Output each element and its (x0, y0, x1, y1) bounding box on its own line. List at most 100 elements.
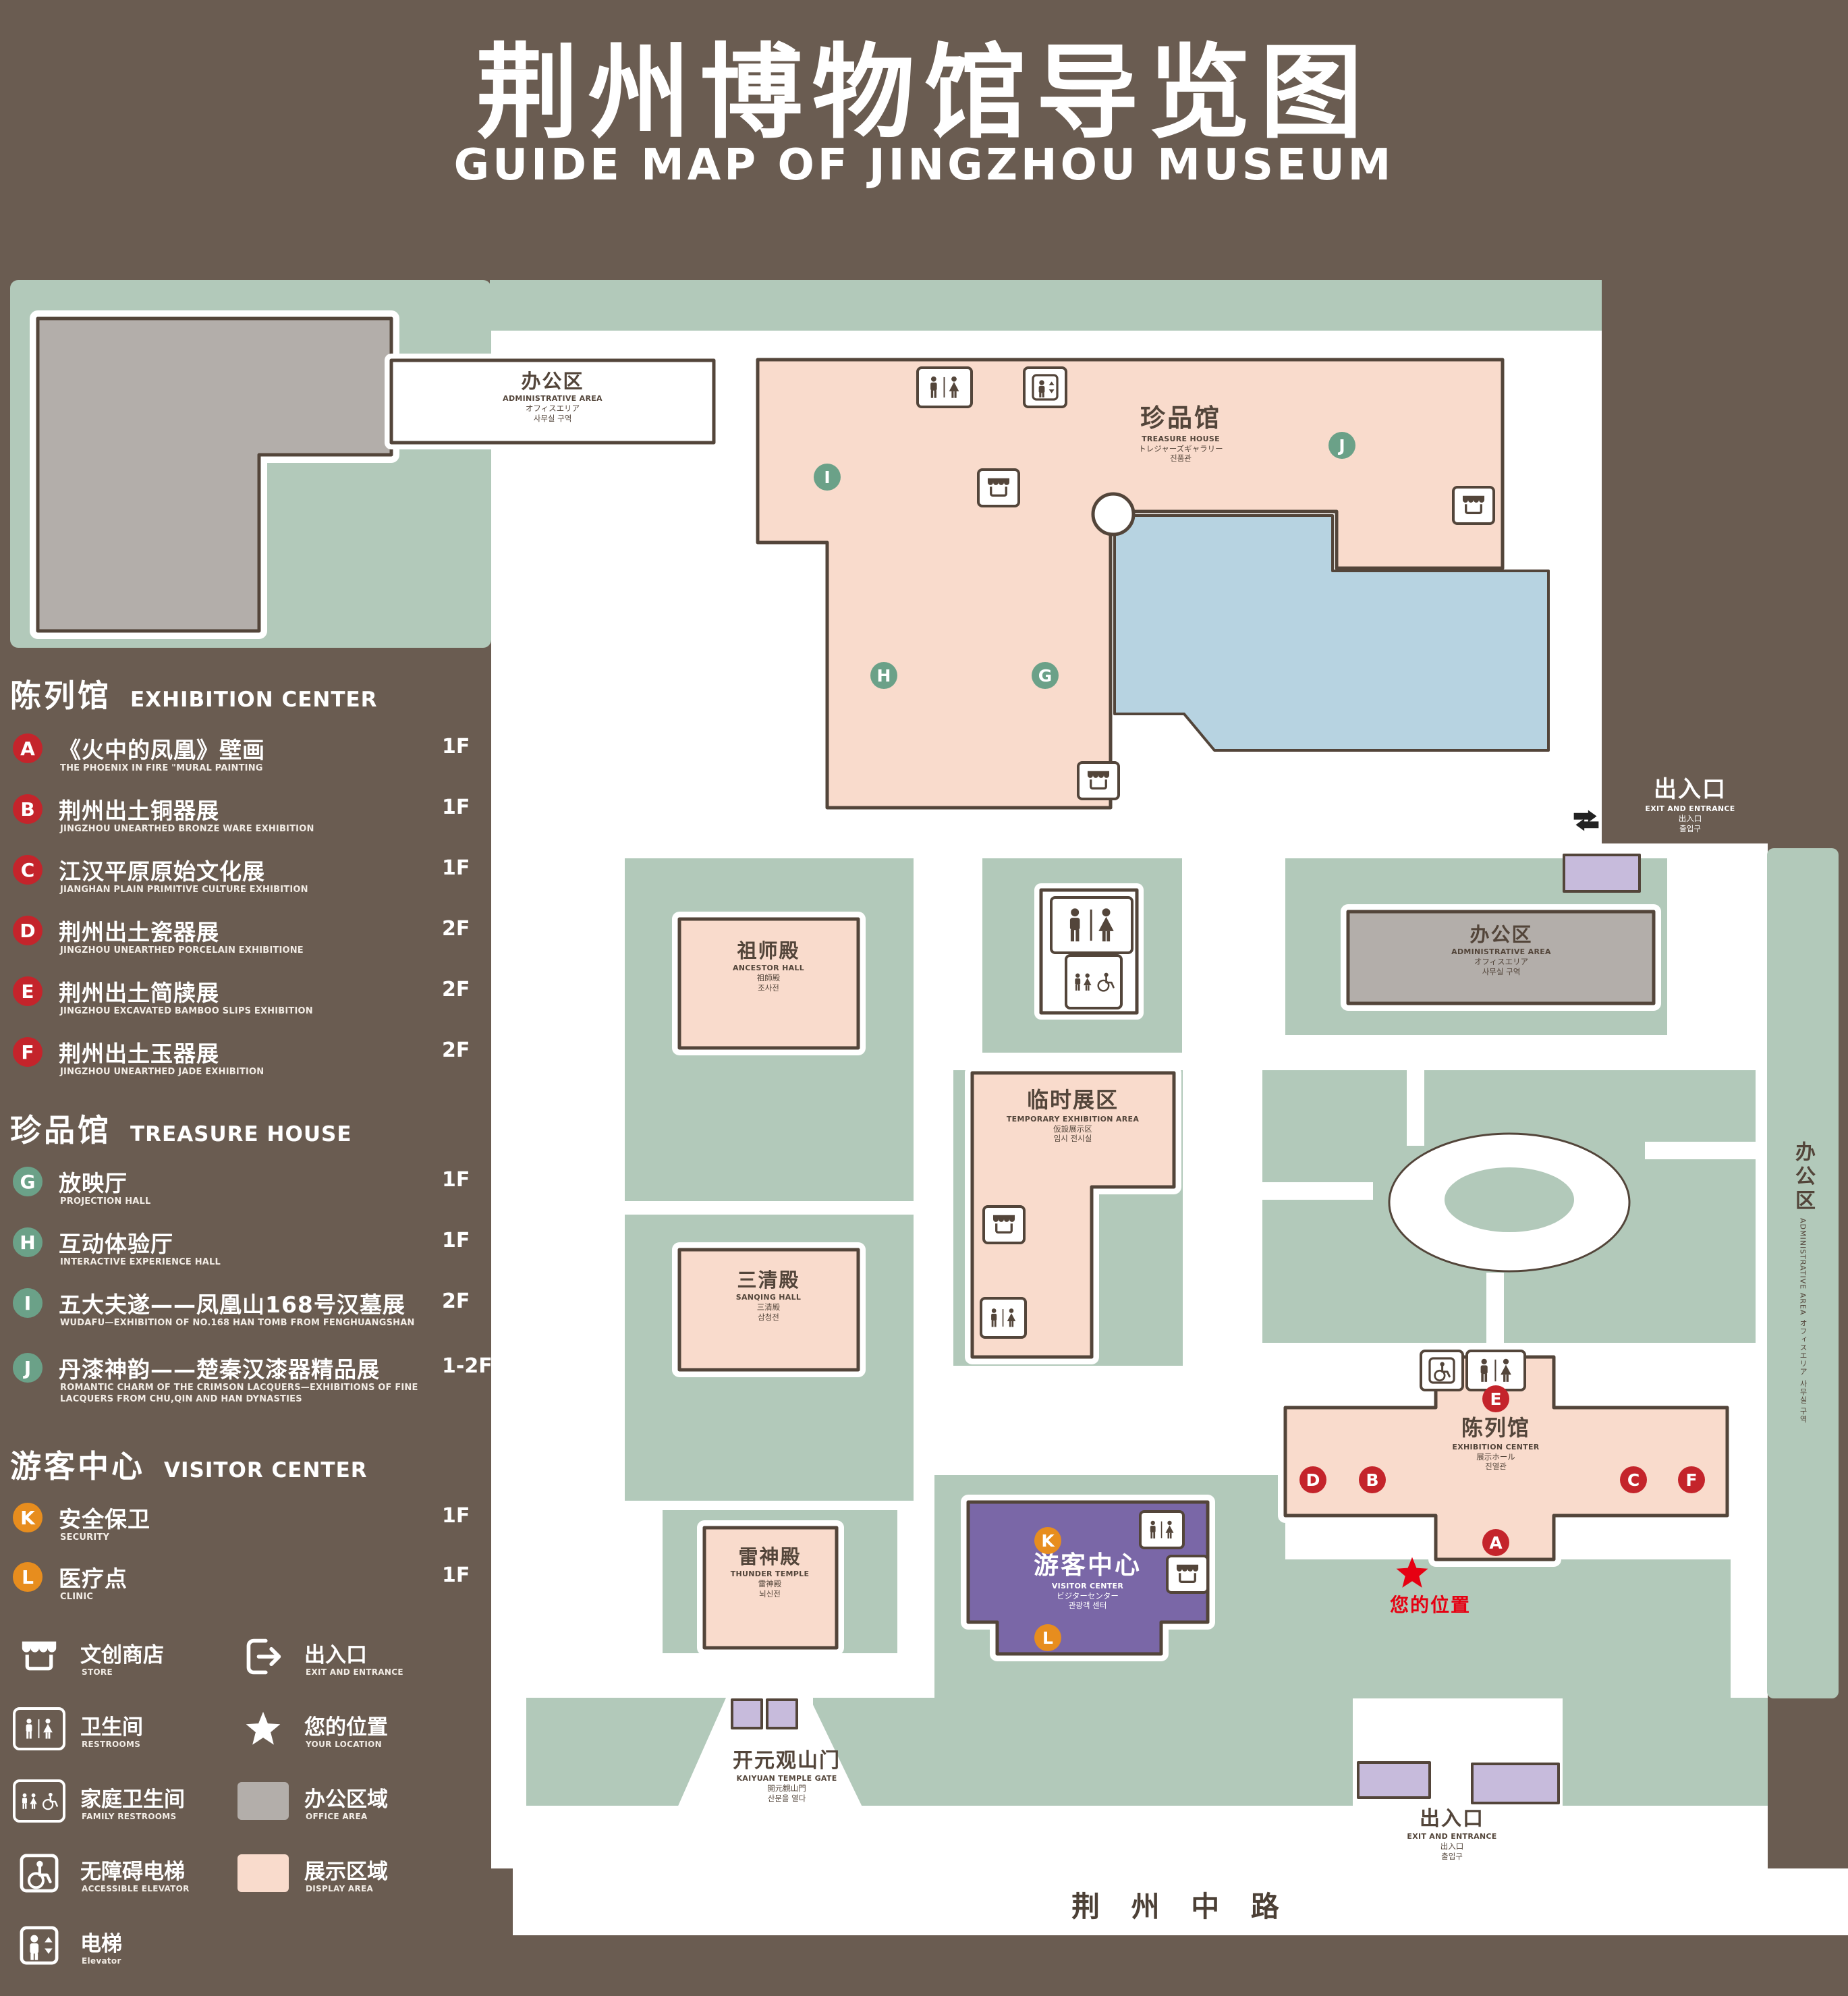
badge-e: E (13, 976, 43, 1006)
item-en: JINGZHOU UNEARTHED BRONZE WARE EXHIBITIO… (60, 824, 314, 834)
badge-i: I (13, 1288, 43, 1318)
badge-j: J (13, 1353, 43, 1383)
section-title-en: TREASURE HOUSE (130, 1122, 352, 1146)
treasure-house-en: TREASURE HOUSE (1142, 434, 1220, 443)
visitor-center-ja: ビジターセンター (1057, 1590, 1119, 1601)
item-zh: 荆州出土简牍展 (59, 980, 219, 1006)
symbol-zh: 家庭卫生间 (80, 1787, 185, 1812)
section-title-zh: 游客中心 (10, 1448, 145, 1485)
legend-accessible-elevator: 无障碍电梯 ACCESSIBLE ELEVATOR (10, 1852, 234, 1924)
thunder-temple-label: 雷神殿 THUNDER TEMPLE 雷神殿 뇌신전 (669, 1545, 871, 1599)
item-floor: 1F (442, 1229, 470, 1252)
legend-item-d: D 荆州出土瓷器展 JINGZHOU UNEARTHED PORCELAIN E… (10, 913, 501, 974)
admin-area-strip-label: 办公区 ADMINISTRATIVE AREA オフィスエリア 사무실 구역 (1766, 1113, 1839, 1451)
legend-item-h: H 互动体验厅 INTERACTIVE EXPERIENCE HALL 1F (10, 1225, 501, 1285)
section-title-en: VISITOR CENTER (164, 1458, 368, 1482)
legend-family-restrooms: 家庭卫生间 FAMILY RESTROOMS (10, 1779, 234, 1852)
marker-l: L (1034, 1624, 1061, 1651)
item-en: CLINIC (60, 1592, 94, 1602)
page-title: 荆州博物馆导览图 (476, 33, 1372, 153)
marker-c: C (1620, 1466, 1647, 1493)
legend-item-c: C 江汉平原原始文化展 JIANGHAN PLAIN PRIMITIVE CUL… (10, 852, 501, 913)
temporary-exhibition-ko: 임시 전시실 (1053, 1134, 1092, 1144)
admin-area-strip-zh: 办公区 (1791, 1140, 1815, 1214)
item-en: JINGZHOU EXCAVATED BAMBOO SLIPS EXHIBITI… (60, 1006, 313, 1016)
visitor-center-label: 游客中心 VISITOR CENTER ビジターセンター 관광객 센터 (986, 1551, 1189, 1611)
legend-item-l: L 医疗点 CLINIC 1F (10, 1559, 501, 1619)
marker-k: K (1034, 1527, 1061, 1554)
exhibition-center-zh: 陈列馆 (1461, 1415, 1530, 1441)
symbol-en: Elevator (82, 1956, 121, 1966)
item-zh: 互动体验厅 (59, 1231, 173, 1257)
legend-sidebar: 陈列馆 EXHIBITION CENTER A 《火中的凤凰》壁画 THE PH… (10, 671, 501, 1996)
item-floor: 1-2F (442, 1354, 493, 1378)
elevator-icon (13, 1924, 65, 1967)
section-title-zh: 珍品馆 (10, 1112, 111, 1148)
admin-area-strip-ja: オフィスエリア (1799, 1319, 1808, 1376)
store-icon (1452, 486, 1495, 525)
item-zh: 荆州出土瓷器展 (59, 919, 219, 945)
family-restroom-icon (1065, 954, 1123, 1009)
marker-i: I (814, 464, 841, 491)
item-floor: 2F (442, 1038, 470, 1062)
exhibition-center-label: 陈列馆 EXHIBITION CENTER 展示ホール 진열관 (1395, 1415, 1597, 1472)
kaiyuan-gate-ja: 開元観山門 (767, 1783, 806, 1794)
exit-top-en: EXIT AND ENTRANCE (1645, 804, 1735, 814)
legend-store: 文创商店 STORE (10, 1635, 234, 1707)
store-icon (982, 1205, 1026, 1244)
exhibition-center-en: EXHIBITION CENTER (1452, 1442, 1540, 1451)
sanqing-hall-zh: 三清殿 (737, 1269, 800, 1292)
exit-top-ko: 출입구 (1679, 823, 1701, 833)
item-zh: 荆州出土玉器展 (59, 1041, 219, 1067)
symbol-zh: 您的位置 (304, 1715, 388, 1740)
badge-h: H (13, 1227, 43, 1257)
exhibition-center-ja: 展示ホール (1476, 1451, 1515, 1462)
marker-a: A (1482, 1529, 1509, 1556)
item-zh: 荆州出土铜器展 (59, 798, 219, 824)
treasure-house-ko: 진품관 (1170, 453, 1192, 464)
sanqing-hall-en: SANQING HALL (735, 1293, 802, 1302)
store-icon (1166, 1555, 1209, 1594)
item-en: THE PHOENIX IN FIRE "MURAL PAINTING (60, 763, 263, 773)
restroom-icon (1139, 1510, 1185, 1549)
exit-top-label: 出入口 EXIT AND ENTRANCE 出入口 출입구 (1613, 776, 1768, 833)
ancestor-hall-ko: 조사전 (758, 982, 779, 993)
symbol-en: RESTROOMS (82, 1740, 141, 1749)
display-area-swatch (237, 1852, 289, 1895)
symbol-zh: 无障碍电梯 (80, 1860, 185, 1884)
section-treasure-house: 珍品馆 TREASURE HOUSE (10, 1106, 501, 1155)
badge-a: A (13, 733, 43, 763)
exit-bottom-ja: 出入口 (1440, 1841, 1464, 1852)
visitor-center-en: VISITOR CENTER (1051, 1581, 1124, 1590)
exit-top-zh: 出入口 (1654, 776, 1727, 803)
symbol-en: EXIT AND ENTRANCE (306, 1667, 403, 1677)
treasure-house-ja: トレジャーズギャラリー (1138, 443, 1223, 453)
admin-area-right-zh: 办公区 (1469, 923, 1533, 946)
item-zh: 放映厅 (59, 1170, 128, 1196)
admin-area-top-en: ADMINISTRATIVE AREA (503, 394, 603, 404)
exit-icon (237, 1635, 289, 1678)
thunder-temple-en: THUNDER TEMPLE (730, 1570, 810, 1579)
badge-g: G (13, 1167, 43, 1196)
legend-office-area: 办公区域 OFFICE AREA (234, 1779, 501, 1852)
section-title-en: EXHIBITION CENTER (130, 688, 378, 712)
thunder-temple-ja: 雷神殿 (758, 1579, 782, 1589)
legend-your-location: 您的位置 YOUR LOCATION (234, 1707, 501, 1779)
item-en: SECURITY (60, 1532, 110, 1543)
item-en: JIANGHAN PLAIN PRIMITIVE CULTURE EXHIBIT… (60, 885, 308, 895)
symbol-zh: 办公区域 (304, 1787, 388, 1812)
road-label: 荆 州 中 路 (1071, 1890, 1290, 1923)
item-en: JINGZHOU UNEARTHED JADE EXHIBITION (60, 1067, 264, 1077)
marker-j: J (1328, 432, 1355, 459)
legend-display-area: 展示区域 DISPLAY AREA (234, 1852, 501, 1924)
item-zh: 五大夫遂——凤凰山168号汉墓展 (59, 1292, 405, 1318)
item-zh: 医疗点 (59, 1565, 128, 1592)
store-icon (977, 468, 1020, 507)
symbol-zh: 卫生间 (80, 1715, 143, 1740)
ancestor-hall-ja: 祖師殿 (756, 973, 781, 983)
section-visitor-center: 游客中心 VISITOR CENTER (10, 1442, 501, 1491)
kaiyuan-gate-zh: 开元观山门 (733, 1749, 841, 1773)
legend-item-k: K 安全保卫 SECURITY 1F (10, 1500, 501, 1559)
store-icon (13, 1635, 65, 1678)
